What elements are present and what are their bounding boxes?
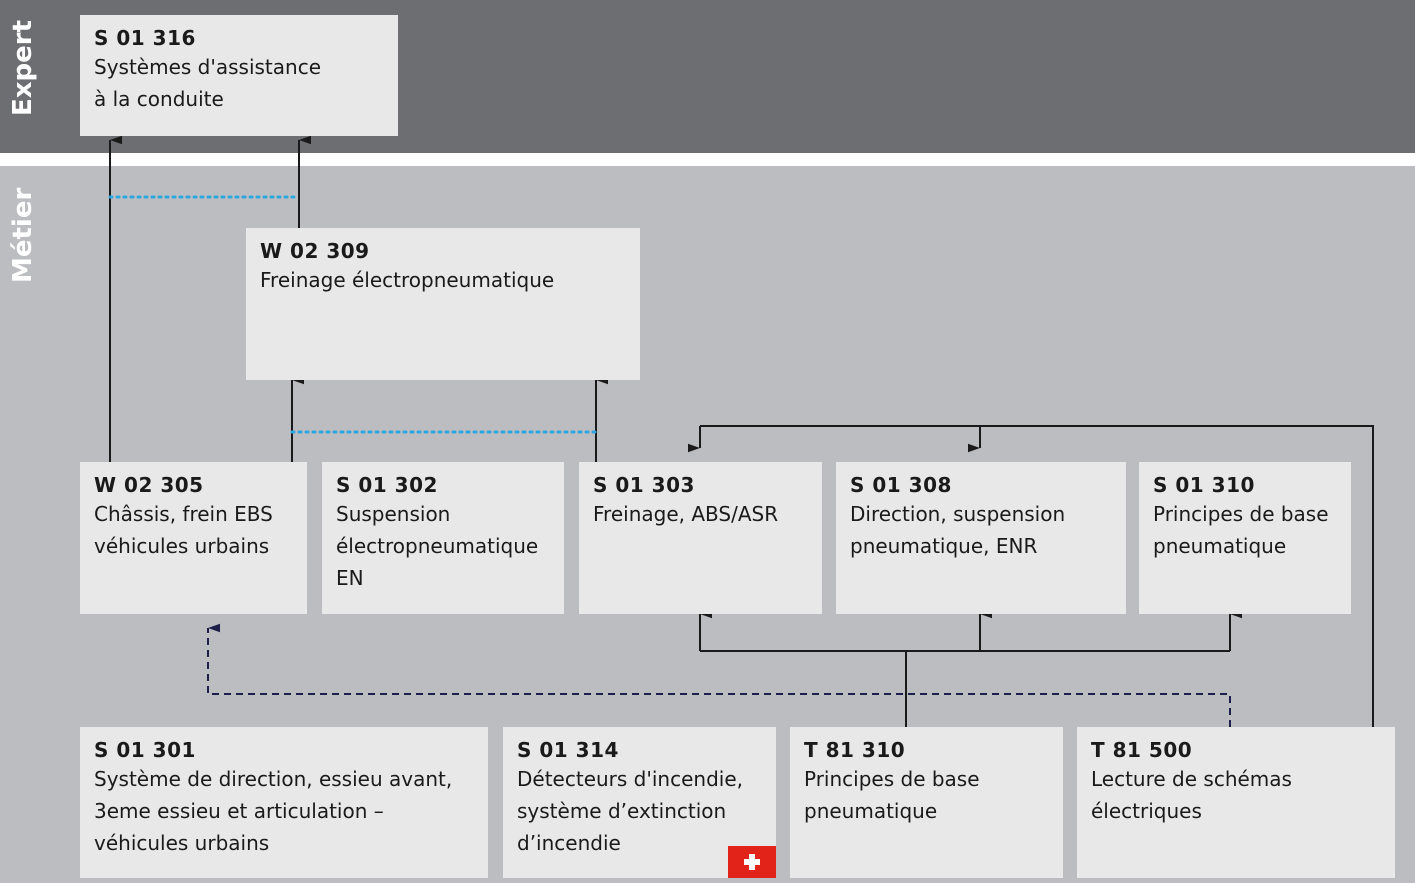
course-title: Châssis, frein EBS véhicules urbains bbox=[94, 502, 273, 558]
course-code: W 02 305 bbox=[94, 473, 204, 497]
line-t81500-top bbox=[700, 425, 1374, 727]
course-title: Freinage, ABS/ASR bbox=[593, 502, 779, 526]
course-t81500[interactable]: T 81 500 Lecture de schémas électriques bbox=[1077, 727, 1395, 878]
course-code: T 81 500 bbox=[1091, 738, 1193, 762]
course-code: S 01 314 bbox=[517, 738, 619, 762]
course-code: S 01 310 bbox=[1153, 473, 1255, 497]
course-s01303[interactable]: S 01 303 Freinage, ABS/ASR bbox=[579, 462, 822, 614]
course-s01308[interactable]: S 01 308 Direction, suspension pneumatiq… bbox=[836, 462, 1126, 614]
course-title: Lecture de schémas électriques bbox=[1091, 767, 1292, 823]
course-w02309[interactable]: W 02 309 Freinage électropneumatique bbox=[246, 228, 640, 380]
course-code: S 01 301 bbox=[94, 738, 196, 762]
course-s01302[interactable]: S 01 302 Suspension électropneumatique E… bbox=[322, 462, 564, 614]
course-t81310[interactable]: T 81 310 Principes de base pneumatique bbox=[790, 727, 1063, 878]
course-title: Direction, suspension pneumatique, ENR bbox=[850, 502, 1066, 558]
course-title: Principes de base pneumatique bbox=[804, 767, 980, 823]
course-code: S 01 303 bbox=[593, 473, 695, 497]
course-code: T 81 310 bbox=[804, 738, 906, 762]
course-title: Suspension électropneumatique EN bbox=[336, 502, 539, 590]
course-s01316[interactable]: S 01 316 Systèmes d'assistance à la cond… bbox=[80, 15, 398, 136]
course-w02305[interactable]: W 02 305 Châssis, frein EBS véhicules ur… bbox=[80, 462, 307, 614]
course-s01301[interactable]: S 01 301 Système de direction, essieu av… bbox=[80, 727, 488, 878]
course-title: Détecteurs d'incendie, système d’extinct… bbox=[517, 767, 743, 855]
course-code: S 01 308 bbox=[850, 473, 952, 497]
course-s01310[interactable]: S 01 310 Principes de base pneumatique bbox=[1139, 462, 1351, 614]
course-code: W 02 309 bbox=[260, 239, 370, 263]
course-code: S 01 302 bbox=[336, 473, 438, 497]
course-title: Systèmes d'assistance à la conduite bbox=[94, 55, 322, 111]
dashed-link-t81500-to-w02305 bbox=[207, 628, 1231, 727]
course-title: Freinage électropneumatique bbox=[260, 268, 555, 292]
course-title: Système de direction, essieu avant, 3eme… bbox=[94, 767, 453, 855]
course-code: S 01 316 bbox=[94, 26, 196, 50]
course-title: Principes de base pneumatique bbox=[1153, 502, 1329, 558]
swiss-flag-icon bbox=[728, 846, 776, 878]
